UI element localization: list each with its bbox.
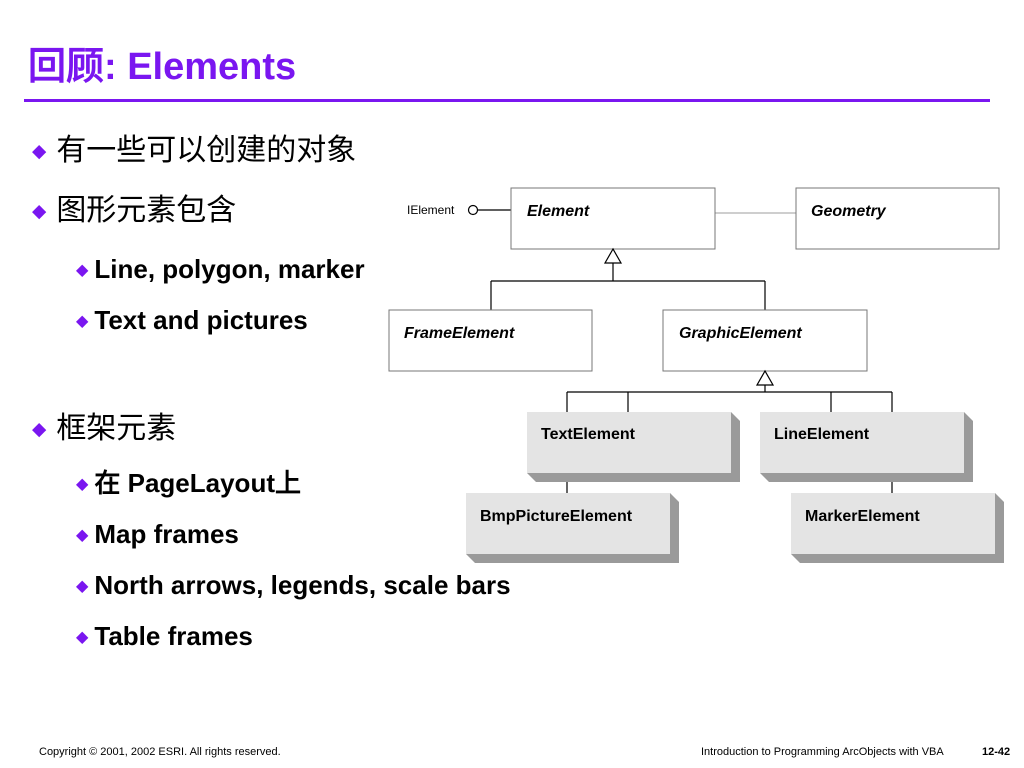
diamond-bullet-icon: ◆ <box>76 312 89 331</box>
sub-bullet-item: ◆在 PageLayout上 <box>76 468 301 498</box>
coclass-box-text-element <box>527 412 731 473</box>
class-name-geometry: Geometry <box>811 203 887 220</box>
sub-bullet-item: ◆Table frames <box>76 621 253 651</box>
sub-bullet-item: ◆North arrows, legends, scale bars <box>76 570 511 600</box>
footer-page-number: 12-42 <box>982 746 1011 758</box>
diamond-bullet-icon: ◆ <box>32 139 47 161</box>
class-name-frame-element: FrameElement <box>404 325 515 342</box>
interface-label: IElement <box>407 203 455 217</box>
class-name-bmp-picture-element: BmpPictureElement <box>480 508 633 525</box>
class-box-graphic-element <box>662 309 868 372</box>
sub-bullet-item: ◆Line, polygon, marker <box>76 254 365 284</box>
footer-copyright: Copyright © 2001, 2002 ESRI. All rights … <box>39 746 281 758</box>
class-name-text-element: TextElement <box>541 426 636 443</box>
diamond-bullet-icon: ◆ <box>76 577 89 596</box>
diamond-bullet-icon: ◆ <box>76 261 89 280</box>
title-underline <box>24 99 990 102</box>
diamond-bullet-icon: ◆ <box>76 628 89 647</box>
interface-lollipop-icon <box>467 204 479 216</box>
bullet-item: ◆框架元素 <box>32 412 177 445</box>
footer-course-title: Introduction to Programming ArcObjects w… <box>701 746 944 758</box>
sub-bullet-item: ◆Map frames <box>76 519 239 549</box>
coclass-box-line-element <box>760 412 964 473</box>
diamond-bullet-icon: ◆ <box>76 475 89 494</box>
class-box-geometry <box>795 187 1000 250</box>
class-name-graphic-element: GraphicElement <box>679 325 802 342</box>
class-name-marker-element: MarkerElement <box>805 508 920 525</box>
coclass-box-bmp-picture-element <box>466 493 670 554</box>
class-name-line-element: LineElement <box>774 426 870 443</box>
inheritance-arrow-icon <box>603 247 623 264</box>
coclass-box-marker-element <box>791 493 995 554</box>
bullet-item: ◆图形元素包含 <box>32 194 237 227</box>
diamond-bullet-icon: ◆ <box>32 199 47 221</box>
sub-bullet-item: ◆Text and pictures <box>76 305 308 335</box>
class-box-element <box>510 187 716 250</box>
class-box-frame-element <box>388 309 593 372</box>
slide-title: 回顾: Elements <box>28 46 297 88</box>
bullet-item: ◆有一些可以创建的对象 <box>32 134 357 167</box>
inheritance-arrow-icon <box>755 369 775 386</box>
diamond-bullet-icon: ◆ <box>76 526 89 545</box>
class-name-element: Element <box>527 203 590 220</box>
diamond-bullet-icon: ◆ <box>32 417 47 439</box>
